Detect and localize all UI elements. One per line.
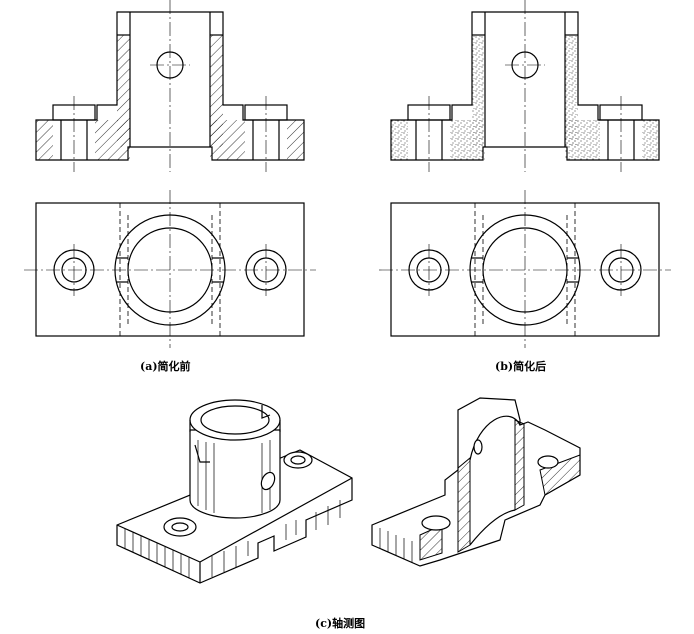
- caption-a: (a)简化前: [140, 360, 191, 373]
- front-section-view-a: [35, 0, 305, 172]
- isometric-section-part: [371, 397, 581, 567]
- top-view-a: [24, 190, 316, 348]
- top-view-b: [379, 190, 671, 348]
- caption-c: (c)轴测图: [315, 617, 366, 630]
- front-section-view-b: [390, 0, 660, 172]
- caption-b: (b)简化后: [495, 360, 547, 373]
- isometric-full-part: [116, 399, 353, 584]
